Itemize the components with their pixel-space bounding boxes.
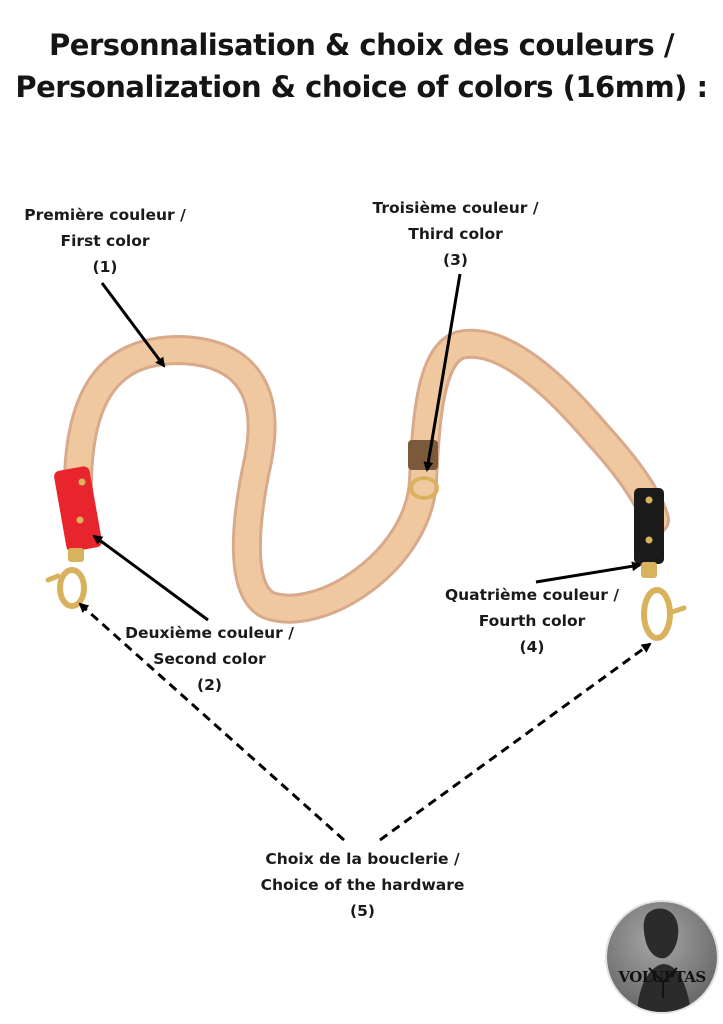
callout-fourth-color-num: (4) xyxy=(519,638,545,656)
callout-second-color-fr: Deuxième couleur / xyxy=(125,624,294,642)
callout-fourth-color: Quatrième couleur / Fourth color (4) xyxy=(432,582,632,660)
fourth-color-end xyxy=(634,488,664,564)
callout-second-color-en: Second color xyxy=(153,650,266,668)
callout-fourth-color-fr: Quatrième couleur / xyxy=(444,586,620,604)
title-line-1: Personnalisation & choix des couleurs / xyxy=(49,28,674,62)
callout-first-color-fr: Première couleur / xyxy=(24,206,186,224)
strap-body xyxy=(65,331,667,621)
callout-third-color: Troisième couleur / Third color (3) xyxy=(358,195,553,273)
arrow-3 xyxy=(423,273,462,472)
second-color-end xyxy=(54,466,102,552)
callout-third-color-en: Third color xyxy=(408,225,503,243)
right-snap-hook xyxy=(641,562,687,641)
logo-figure-icon xyxy=(637,908,691,1012)
callout-first-color: Première couleur / First color (1) xyxy=(10,202,200,280)
arrow-5-right xyxy=(379,642,652,842)
arrow-2 xyxy=(92,534,209,622)
callout-first-color-num: (1) xyxy=(92,258,118,276)
arrow-4 xyxy=(535,561,642,584)
left-snap-hook xyxy=(45,548,87,609)
callout-fourth-color-en: Fourth color xyxy=(478,612,586,630)
brand-logo: VOLUPTAS xyxy=(607,902,717,1012)
callout-hardware-fr: Choix de la bouclerie / xyxy=(265,850,460,868)
callout-third-color-num: (3) xyxy=(443,251,468,269)
callout-hardware: Choix de la bouclerie / Choice of the ha… xyxy=(235,846,490,924)
callout-second-color: Deuxième couleur / Second color (2) xyxy=(112,620,307,698)
callout-hardware-en: Choice of the hardware xyxy=(260,876,465,894)
callout-first-color-en: First color xyxy=(60,232,150,250)
callout-second-color-num: (2) xyxy=(197,676,222,694)
callout-third-color-fr: Troisième couleur / xyxy=(372,199,539,217)
title-line-2: Personalization & choice of colors (16mm… xyxy=(15,70,708,104)
arrow-1 xyxy=(100,282,166,368)
callout-hardware-num: (5) xyxy=(350,902,375,920)
logo-text: VOLUPTAS xyxy=(618,968,706,986)
